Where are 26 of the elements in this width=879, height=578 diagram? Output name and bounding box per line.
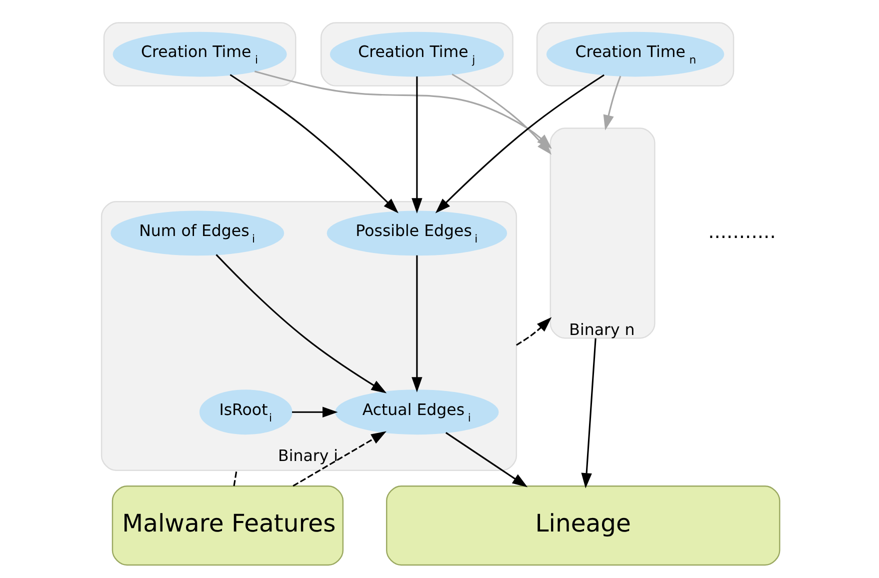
arrow	[215, 254, 386, 394]
node-ellipse: Num of Edges$_{i}$	[110, 210, 284, 256]
node-ellipse: Actual Edges$_{i}$	[334, 390, 498, 435]
node-ellipse: Creation Time$_{n}$	[546, 32, 724, 77]
arrow	[292, 406, 338, 418]
node-ellipse: Creation Time$_{i}$	[112, 32, 286, 77]
arrow	[444, 432, 528, 488]
arrow	[516, 317, 552, 346]
cluster	[536, 22, 734, 86]
cluster	[102, 22, 296, 86]
arrow	[411, 76, 422, 214]
node-ellipse: IsRoot$_{i}$	[198, 390, 292, 435]
connector	[232, 470, 237, 486]
node-ellipse: Creation Time$_{j}$	[329, 32, 504, 77]
node-ellipse: Possible Edges$_{i}$	[326, 210, 507, 256]
node-box: Lineage	[386, 486, 780, 566]
cluster	[320, 22, 513, 86]
arrow	[602, 76, 621, 130]
node-box: Binary n	[549, 128, 655, 339]
arrow	[580, 338, 596, 488]
label: ...........	[708, 220, 776, 243]
arrow	[434, 74, 604, 214]
arrow	[292, 431, 386, 487]
arrow	[411, 255, 422, 392]
arrow	[229, 74, 398, 214]
node-box: Malware Features	[111, 486, 344, 566]
